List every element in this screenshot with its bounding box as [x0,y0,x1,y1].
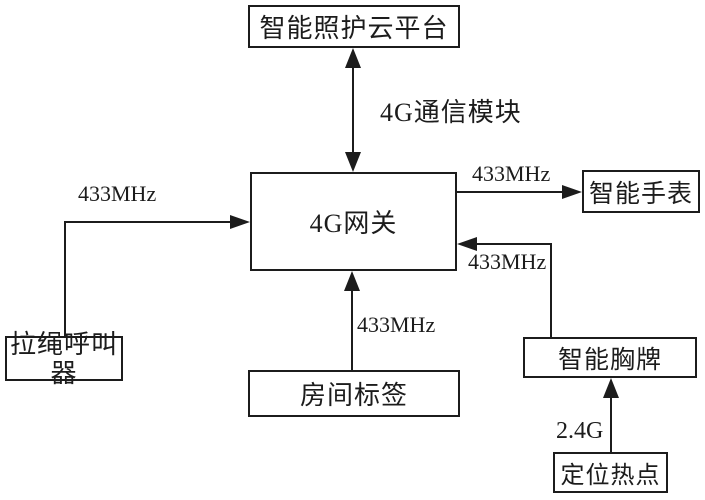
arrowhead-up-to-cloud [345,48,361,68]
node-positioning-hotspot: 定位热点 [553,452,668,493]
edge-badge-vertical-line [550,244,552,337]
arrowhead-left-to-gateway [457,237,477,251]
arrowhead-up-to-gateway [344,271,360,291]
edge-badge-horizontal-line [475,243,552,245]
node-cloud-platform-label: 智能照护云平台 [259,14,449,43]
arrowhead-right-to-gateway [230,215,250,229]
node-gateway-label: 4G网关 [309,209,398,238]
edge-roomtag-line [351,288,353,370]
arrowhead-right-to-watch [562,185,582,199]
arrowhead-up-to-badge [603,378,619,398]
node-smart-badge: 智能胸牌 [523,337,697,378]
node-smart-watch: 智能手表 [582,170,700,213]
edge-pullcord-vertical-line [64,222,66,336]
node-smart-watch-label: 智能手表 [588,180,693,208]
node-pull-cord-caller: 拉绳呼叫器 [5,330,123,388]
node-smart-badge-label: 智能胸牌 [557,346,662,374]
edge-label-hotspot-2-4g: 2.4G [556,418,604,444]
node-positioning-hotspot-label: 定位热点 [560,463,661,489]
edge-gateway-watch-line [457,191,563,193]
edge-label-badge-433mhz: 433MHz [468,249,547,274]
node-room-tag-label: 房间标签 [299,381,408,410]
edge-gateway-cloud-line [352,60,354,160]
node-pull-cord-caller-label: 拉绳呼叫器 [9,329,118,388]
edge-label-pullcord-433mhz: 433MHz [78,181,157,206]
edge-label-roomtag-433mhz: 433MHz [357,312,436,337]
node-room-tag: 房间标签 [248,370,460,417]
arrowhead-down-to-gateway [345,152,361,172]
edge-label-4g-module: 4G通信模块 [380,98,522,127]
edge-label-watch-433mhz: 433MHz [472,161,551,186]
edge-hotspot-line [610,395,612,452]
node-gateway: 4G网关 [250,172,457,271]
node-cloud-platform: 智能照护云平台 [248,5,460,48]
edge-pullcord-horizontal-line [64,221,232,223]
